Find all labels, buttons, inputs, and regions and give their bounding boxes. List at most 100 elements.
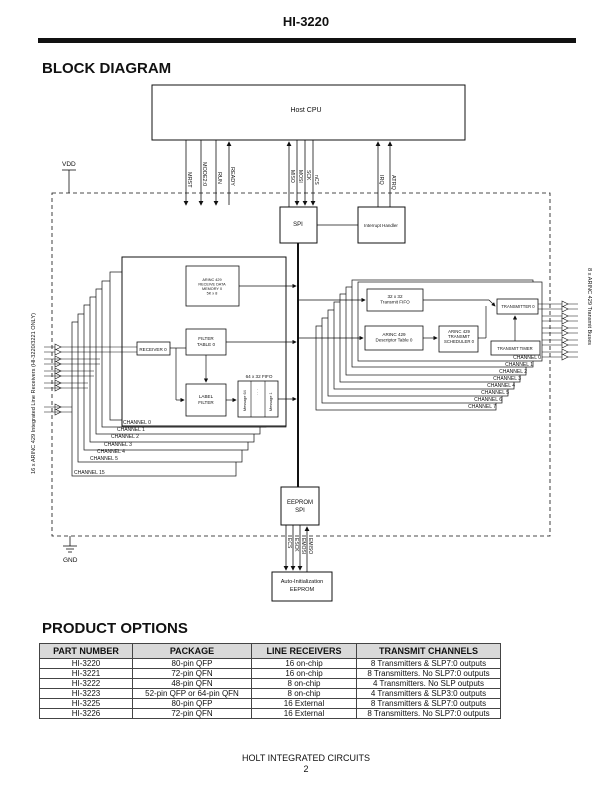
table-row: HI-3225 80-pin QFP 16 External 8 Transmi… <box>39 698 501 709</box>
fifo-msg1: Message 1 <box>269 392 273 411</box>
eeprom-spi-box <box>280 486 320 526</box>
receiver-box <box>136 341 171 356</box>
table-row: HI-3226 72-pin QFN 16 External 8 Transmi… <box>39 708 501 719</box>
host-cpu-label: Host CPU <box>290 107 321 114</box>
tx-channel-0: CHANNEL 0 <box>513 355 541 361</box>
transmitter-label: TRANSMITTER 0 <box>501 304 535 309</box>
table-cell: HI-3226 <box>39 708 133 719</box>
column-header: TRANSMIT CHANNELS <box>356 643 501 659</box>
rx-channel-5: CHANNEL 5 <box>90 456 118 462</box>
rx-channel-15: CHANNEL 15 <box>74 470 105 476</box>
rx-channel-3: CHANNEL 3 <box>104 442 132 448</box>
header-rule <box>38 38 576 43</box>
signal-mosi: MOSI <box>297 170 303 183</box>
block-diagram-heading: BLOCK DIAGRAM <box>42 60 172 77</box>
receiver-label: RECEIVER 0 <box>139 347 167 352</box>
signal-sck: SCK <box>305 170 311 181</box>
gnd-label: GND <box>63 557 78 564</box>
eeprom-signal-emiso: EMISO <box>307 538 313 554</box>
signal-run: RUN <box>216 172 222 184</box>
signal-miso: MISO <box>289 170 295 183</box>
table-row: HI-3220 80-pin QFP 16 on-chip 8 Transmit… <box>39 658 501 669</box>
table-cell: 80-pin QFP <box>132 658 252 669</box>
table-cell: 4 Transmitters & SLP3:0 outputs <box>356 688 501 699</box>
auto-init-eeprom-box <box>271 571 333 602</box>
table-row: HI-3221 72-pin QFN 16 on-chip 8 Transmit… <box>39 668 501 679</box>
table-cell: 16 on-chip <box>251 658 357 669</box>
vdd-label: VDD <box>62 161 76 168</box>
table-cell: 8 on-chip <box>251 678 357 689</box>
fifo-box <box>237 380 279 418</box>
transmitter-box <box>496 298 539 315</box>
table-cell: HI-3222 <box>39 678 133 689</box>
spi-box <box>279 206 318 244</box>
tx-channel-1: CHANNEL 1 <box>505 362 533 368</box>
page-header-title: HI-3220 <box>282 14 330 29</box>
product-options-heading: PRODUCT OPTIONS <box>42 620 188 637</box>
signal-ncs: nCS <box>313 175 319 185</box>
table-cell: 4 Transmitters. No SLP outputs <box>356 678 501 689</box>
transmit-scheduler-box <box>438 325 479 353</box>
table-cell: 52-pin QFP or 64-pin QFN <box>132 688 252 699</box>
rx-side-label: 16 x ARINC 429 Integrated Line Receivers… <box>31 313 37 474</box>
signal-mode: MODE2:0 <box>201 162 207 186</box>
fifo-dots: · · · <box>255 389 260 395</box>
table-cell: 8 Transmitters & SLP7:0 outputs <box>356 658 501 669</box>
tx-side-label: 8 x ARINC 429 Transmit Buses <box>586 268 592 345</box>
table-cell: 8 Transmitters & SLP7:0 outputs <box>356 698 501 709</box>
filter-table-box <box>185 328 227 356</box>
table-header-row: PART NUMBER PACKAGE LINE RECEIVERS TRANS… <box>39 643 501 659</box>
column-header: PACKAGE <box>132 643 252 659</box>
table-cell: 8 on-chip <box>251 688 357 699</box>
tx-channel-6: CHANNEL 6 <box>474 397 502 403</box>
transmit-timer-label: TRANSMIT TIMER <box>497 346 532 351</box>
table-cell: HI-3220 <box>39 658 133 669</box>
table-row: HI-3222 48-pin QFN 8 on-chip 4 Transmitt… <box>39 678 501 689</box>
host-cpu-box <box>151 84 466 141</box>
eeprom-signal-esck: ESCK <box>293 538 299 552</box>
footer-company: HOLT INTEGRATED CIRCUITS <box>241 753 370 763</box>
page-number: 2 <box>303 764 309 774</box>
tx-output-drivers <box>538 300 578 361</box>
table-cell: HI-3225 <box>39 698 133 709</box>
rx-input-buffers <box>44 343 137 416</box>
table-cell: HI-3221 <box>39 668 133 679</box>
table-cell: 8 Transmitters. No SLP7:0 outputs <box>356 708 501 719</box>
rx-channel-4: CHANNEL 4 <box>97 449 125 455</box>
fifo-msg64: Message 64 <box>243 390 247 411</box>
spi-label: SPI <box>293 222 303 228</box>
table-cell: HI-3223 <box>39 688 133 699</box>
eeprom-signal-ecs: ECS <box>286 538 292 549</box>
column-header: PART NUMBER <box>39 643 133 659</box>
signal-irq: IRQ <box>378 175 384 186</box>
rx-channel-1: CHANNEL 1 <box>117 427 145 433</box>
transmit-timer-box <box>490 340 541 356</box>
rx-channel-2: CHANNEL 2 <box>111 434 139 440</box>
tx-channel-7: CHANNEL 7 <box>468 404 496 410</box>
table-cell: 72-pin QFN <box>132 708 252 719</box>
table-cell: 8 Transmitters. No SLP7:0 outputs <box>356 668 501 679</box>
interrupt-handler-label: Interrupt Handler <box>364 223 398 228</box>
table-row: HI-3223 52-pin QFP or 64-pin QFN 8 on-ch… <box>39 688 501 699</box>
table-cell: 16 on-chip <box>251 668 357 679</box>
tx-channel-2: CHANNEL 2 <box>499 369 527 375</box>
table-cell: 48-pin QFN <box>132 678 252 689</box>
tx-channel-5: CHANNEL 5 <box>481 390 509 396</box>
column-header: LINE RECEIVERS <box>251 643 357 659</box>
chip-boundary <box>51 192 551 537</box>
tx-channel-3: CHANNEL 3 <box>493 376 521 382</box>
tx-channel-4: CHANNEL 4 <box>487 383 515 389</box>
table-cell: 16 External <box>251 698 357 709</box>
signal-ready: READY <box>229 167 235 186</box>
product-options-table: PART NUMBER PACKAGE LINE RECEIVERS TRANS… <box>39 643 501 719</box>
signal-atrq: ATRQ <box>390 175 396 191</box>
eeprom-signal-emosi: EMOSI <box>300 538 306 554</box>
rx-channel-0: CHANNEL 0 <box>123 420 151 426</box>
